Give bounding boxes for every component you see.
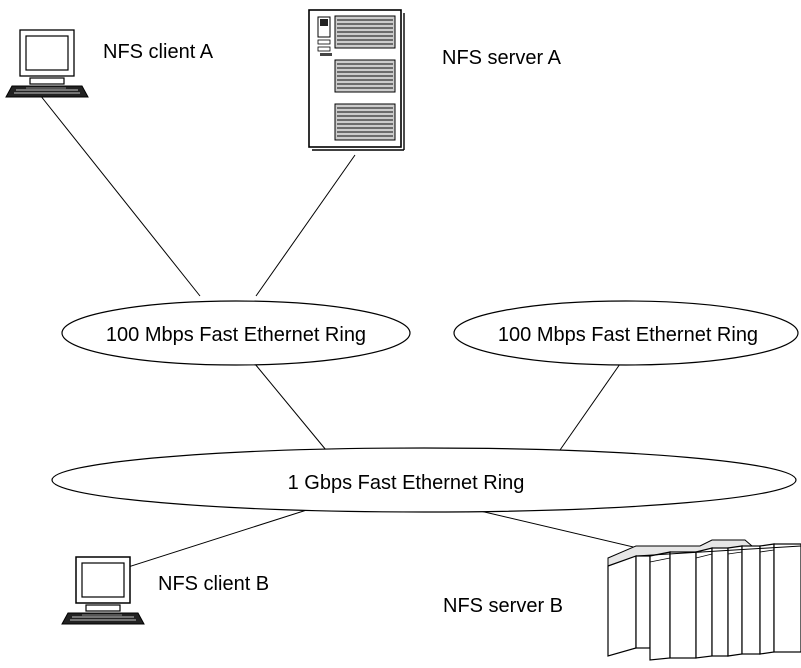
server-tower-icon-server-a (308, 9, 405, 151)
server-a-label: NFS server A (442, 47, 562, 69)
ring-1gbps: 1 Gbps Fast Ethernet Ring (51, 447, 797, 513)
link-client-a-to-left-ring (39, 94, 201, 297)
ring-left-100mbps: 100 Mbps Fast Ethernet Ring (61, 300, 411, 366)
client-b-label: NFS client B (158, 573, 269, 595)
ring-right-100mbps-label: 100 Mbps Fast Ethernet Ring (498, 324, 758, 346)
server-b-label: NFS server B (443, 595, 563, 617)
link-server-a-to-left-ring (255, 154, 356, 297)
computer-icon-client-b (61, 556, 145, 625)
link-right-ring-to-gbps-ring (559, 363, 621, 451)
link-left-ring-to-gbps-ring (254, 363, 327, 451)
link-gbps-ring-to-client-b (124, 507, 314, 569)
links (39, 94, 681, 569)
ring-1gbps-label: 1 Gbps Fast Ethernet Ring (288, 472, 525, 494)
ring-right-100mbps: 100 Mbps Fast Ethernet Ring (453, 300, 799, 366)
computer-icon-client-a (5, 29, 89, 98)
ring-left-100mbps-label: 100 Mbps Fast Ethernet Ring (106, 324, 366, 346)
client-a-label: NFS client A (103, 41, 214, 63)
mainframe-icon-server-b (607, 539, 801, 661)
